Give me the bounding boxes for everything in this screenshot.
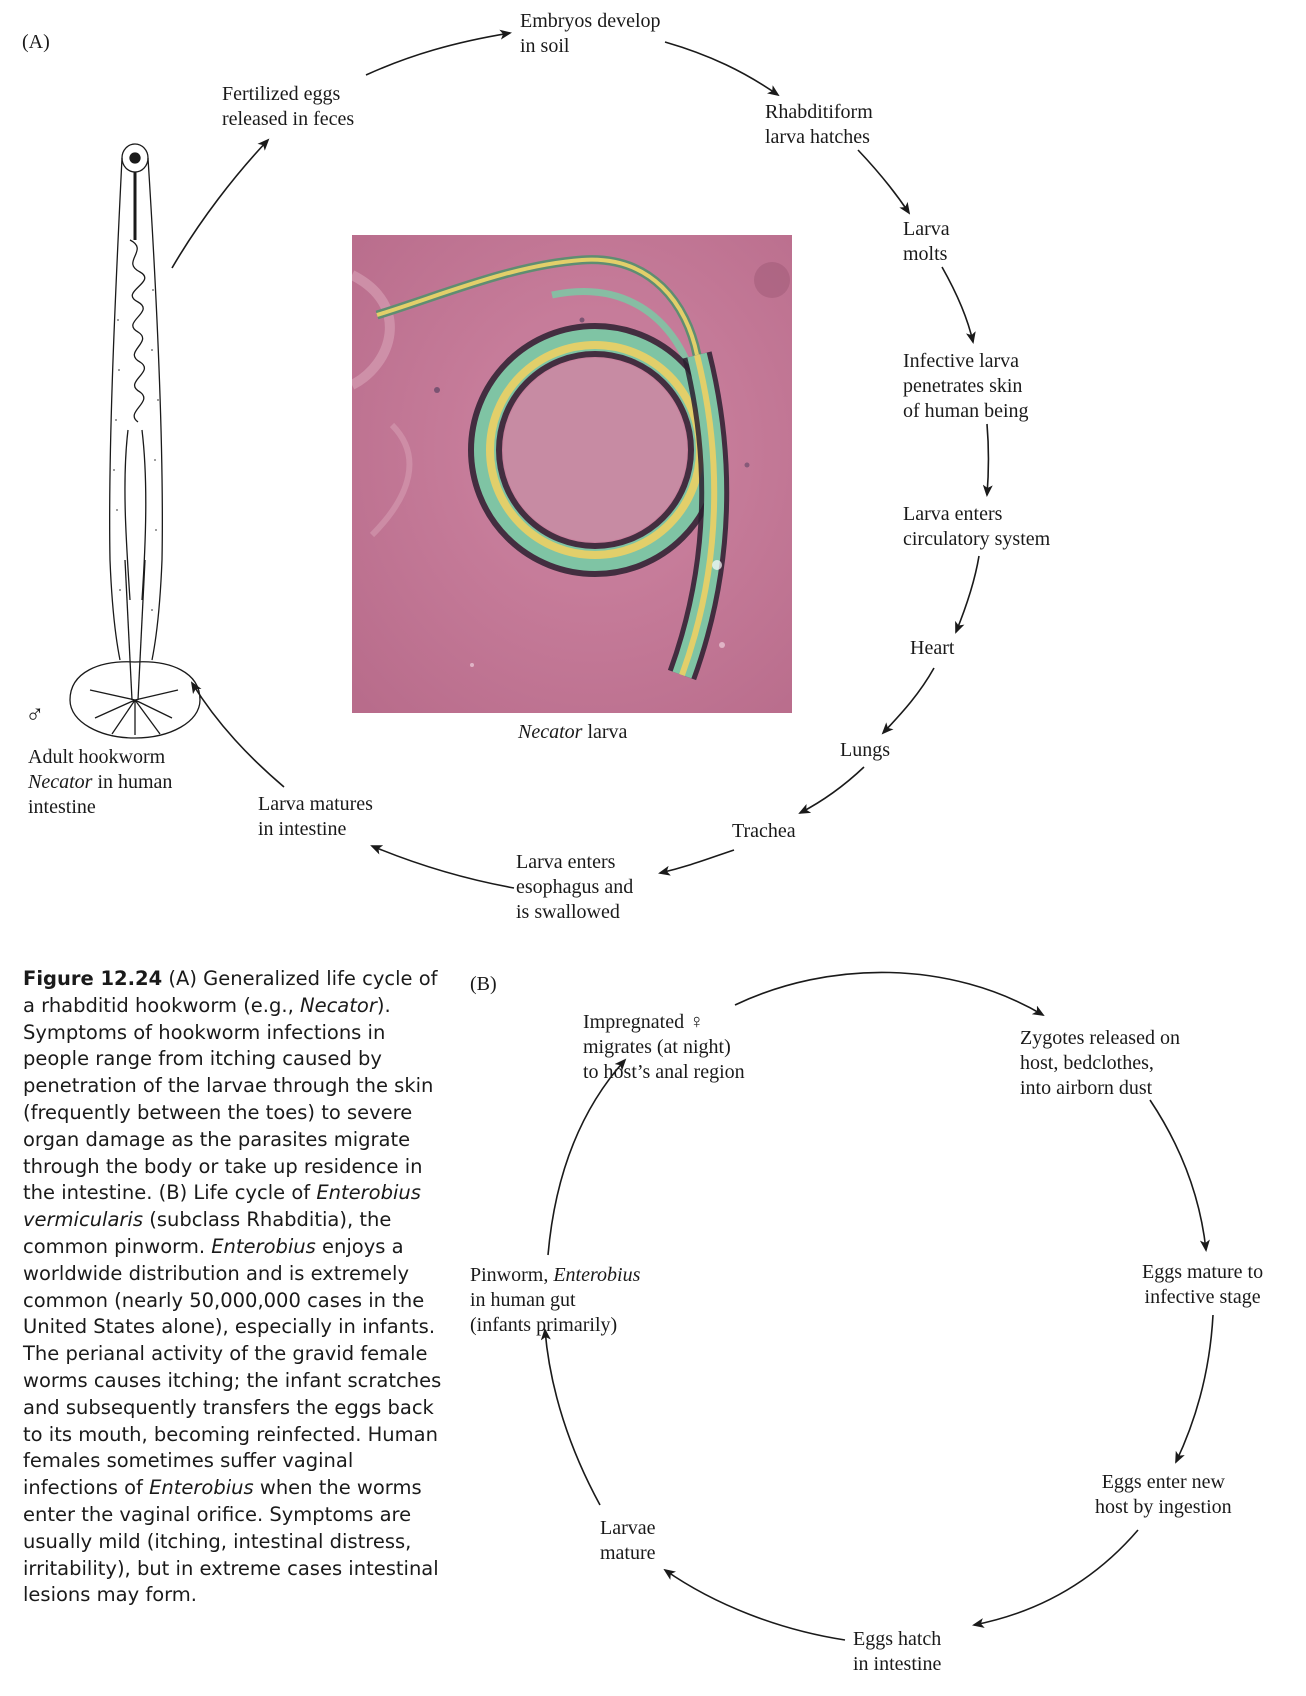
caption-text-5: when the worms enter the vaginal orifice… [23, 1476, 439, 1607]
arrow-a-embryos-to-rhabditiform [664, 41, 780, 97]
step-larvae-mature: Larvae mature [600, 1517, 656, 1564]
step-lungs: Lungs [840, 739, 890, 761]
caption-italic-3: Enterobius [211, 1234, 316, 1258]
step-eggs-hatch: Eggs hatch in intestine [853, 1628, 942, 1675]
pinworm-line-2: in human gut [470, 1289, 576, 1311]
step-eggs-released: Fertilized eggs released in feces [222, 83, 355, 130]
larva-micrograph [352, 235, 792, 713]
adult-line-1: Adult hookworm [28, 746, 166, 768]
step-larva-matures: Larva matures in intestine [258, 793, 373, 840]
photo-caption-genus: Necator [518, 721, 583, 743]
hookworm-stipple [113, 289, 159, 611]
necator-larva-photo [352, 235, 792, 713]
caption-italic-1: Necator [299, 993, 377, 1017]
arrow-a-infective-to-circulatory [982, 423, 993, 497]
adult-hookworm-label: Adult hookworm Necator in human intestin… [28, 745, 172, 820]
adult-genus: Necator [28, 771, 93, 793]
caption-text-3: (subclass Rhabditia), the common pinworm… [23, 1208, 392, 1258]
panel-a-tag: (A) [22, 31, 50, 53]
pinworm-prefix: Pinworm, [470, 1264, 554, 1286]
step-heart: Heart [910, 637, 955, 659]
pinworm-line-1: Pinworm, Enterobius [470, 1263, 640, 1288]
caption-text-2: ). Symptoms of hookworm infections in pe… [23, 993, 434, 1205]
step-infective-larva: Infective larva penetrates skin of human… [903, 350, 1029, 422]
arrow-b-impregnated-to-zygotes [734, 971, 1045, 1017]
arrow-a-eggs-to-embryos [365, 29, 512, 76]
pinworm-genus: Enterobius [553, 1264, 641, 1286]
arrow-a-matures-to-adult [190, 681, 285, 788]
arrow-a-lungs-to-trachea [798, 766, 865, 814]
arrow-b-eggs-mature-to-eggs-enter [1175, 1314, 1214, 1464]
arrow-a-adult-to-eggs [171, 138, 270, 269]
arrow-b-eggs-hatch-to-larvae [663, 1568, 846, 1641]
step-eggs-mature: Eggs mature to infective stage [1142, 1261, 1264, 1308]
adult-line-2-rest: in human [92, 771, 173, 793]
adult-hookworm-illustration [69, 143, 201, 739]
arrow-a-rhabditiform-to-molts [857, 149, 911, 215]
caption-italic-4: Enterobius [149, 1476, 254, 1500]
adult-line-3: intestine [28, 796, 96, 818]
step-embryos-develop: Embryos develop in soil [520, 10, 661, 57]
step-larva-molts: Larva molts [903, 218, 950, 265]
step-rhabditiform-hatches: Rhabditiform larva hatches [765, 101, 873, 148]
caption-text-1: (A) Generalized life cycle of a rhabditi… [23, 967, 438, 1017]
step-esophagus-swallowed: Larva enters esophagus and is swallowed [516, 851, 634, 923]
arrow-a-esophagus-to-matures [370, 845, 515, 889]
arrow-b-eggs-enter-to-eggs-hatch [972, 1529, 1139, 1628]
step-impregnated-female: Impregnated ♀ migrates (at night) to hos… [583, 1011, 745, 1083]
step-eggs-enter-host: Eggs enter new host by ingestion [1095, 1471, 1232, 1518]
figure-label: Figure 12.24 [23, 967, 163, 990]
arrow-b-pinworm-to-impregnated [547, 1058, 627, 1256]
arrow-a-heart-to-lungs [881, 667, 935, 735]
photo-caption: Necator larva [518, 720, 627, 745]
step-trachea: Trachea [732, 820, 796, 842]
arrow-a-circulatory-to-heart [955, 555, 980, 634]
arrow-a-molts-to-infective [941, 266, 976, 344]
step-zygotes-released: Zygotes released on host, bedclothes, in… [1020, 1027, 1180, 1099]
pinworm-label: Pinworm, Enterobius in human gut (infant… [470, 1263, 640, 1338]
adult-line-2: Necator in human [28, 770, 172, 795]
step-circulatory-system: Larva enters circulatory system [903, 503, 1051, 550]
arrow-b-larvae-to-pinworm [540, 1328, 601, 1506]
caption-text-4: enjoys a worldwide distribution and is e… [23, 1234, 442, 1500]
male-symbol: ♂ [25, 700, 45, 729]
photo-caption-rest: larva [582, 721, 628, 743]
figure-caption: Figure 12.24 (A) Generalized life cycle … [23, 966, 443, 1609]
arrow-b-zygotes-to-eggs-mature [1149, 1099, 1210, 1252]
caption-italic-2: Enterobius vermicularis [23, 1181, 421, 1232]
pinworm-line-3: (infants primarily) [470, 1314, 618, 1336]
panel-b-tag: (B) [470, 973, 497, 995]
arrow-a-trachea-to-esophagus [658, 849, 735, 876]
